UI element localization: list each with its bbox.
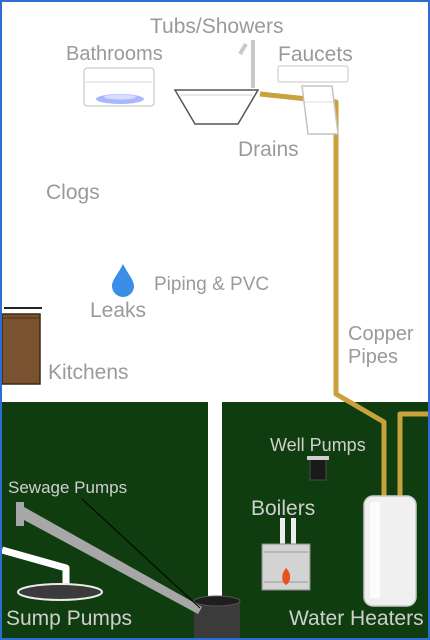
well-pump-icon[interactable] xyxy=(307,456,329,481)
copper-pipes-label-line2[interactable]: Pipes xyxy=(348,346,399,368)
sump-pumps-label[interactable]: Sump Pumps xyxy=(6,607,133,630)
water-heater-icon[interactable] xyxy=(363,495,417,607)
faucets-label[interactable]: Faucets xyxy=(278,43,353,66)
drain-basin-icon[interactable] xyxy=(173,89,260,125)
sewage-pumps-label[interactable]: Sewage Pumps xyxy=(8,478,128,497)
leaks-label[interactable]: Leaks xyxy=(90,299,147,322)
tubs-showers-label[interactable]: Tubs/Showers xyxy=(150,15,284,38)
main-drain-stack[interactable] xyxy=(208,402,222,607)
shower-head-icon[interactable] xyxy=(238,40,255,88)
piping-pvc-label[interactable]: Piping & PVC xyxy=(154,274,270,295)
copper-pipes-label-line1[interactable]: Copper xyxy=(348,323,414,345)
drains-label[interactable]: Drains xyxy=(238,138,299,161)
kitchens-label[interactable]: Kitchens xyxy=(48,361,129,384)
water-drop-icon[interactable] xyxy=(112,264,134,297)
well-pumps-label[interactable]: Well Pumps xyxy=(270,435,366,455)
copper-pipe-return[interactable] xyxy=(397,411,430,502)
water-heaters-label[interactable]: Water Heaters xyxy=(289,607,424,630)
faucet-icon[interactable] xyxy=(277,65,349,135)
sump-pump-icon[interactable] xyxy=(2,546,103,601)
bathrooms-label[interactable]: Bathrooms xyxy=(66,43,163,65)
bathroom-sink-icon[interactable] xyxy=(83,67,155,107)
clogs-label[interactable]: Clogs xyxy=(46,181,100,204)
sewage-pump-pointer xyxy=(81,498,201,609)
flame-icon xyxy=(282,568,291,585)
sump-pit-icon[interactable] xyxy=(193,595,241,640)
kitchen-cabinet-icon[interactable] xyxy=(2,307,42,385)
boilers-label[interactable]: Boilers xyxy=(251,497,316,520)
sewage-pump-icon[interactable] xyxy=(16,502,202,614)
